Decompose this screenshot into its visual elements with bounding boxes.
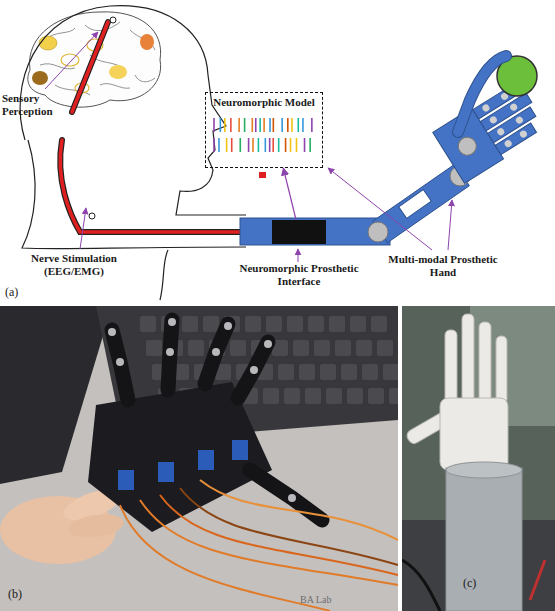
cable: [402, 560, 440, 611]
nerve-outline: [60, 22, 242, 232]
wires: [120, 480, 398, 611]
joint: [368, 222, 388, 242]
box-heading: Neuromorphic Prosthetic Interface: [239, 262, 359, 287]
leader-arrow: [328, 168, 432, 250]
robot-palm: [88, 382, 272, 532]
panel-label: (c): [463, 577, 493, 591]
annotation: Sensory Perception: [2, 92, 68, 117]
brain-region: [39, 36, 57, 50]
human-finger: [67, 511, 126, 541]
body-outline: [160, 250, 168, 300]
servo: [158, 462, 174, 482]
brain-region: [32, 71, 48, 85]
white-robot-hand: [405, 314, 508, 470]
robot-joints: [108, 318, 296, 502]
spike-raster: [214, 118, 312, 152]
leader-arrow: [80, 208, 86, 249]
thumb: [458, 56, 506, 132]
photo-background: [402, 306, 555, 611]
leader-arrow: [298, 249, 299, 262]
servo: [232, 440, 248, 460]
robot-forearm: [446, 468, 522, 611]
arm-panel: [399, 190, 432, 219]
connector-arrow: [283, 168, 296, 220]
panel-gap: [398, 306, 402, 611]
leader-arrow: [448, 200, 452, 250]
nerve-end: [89, 213, 95, 219]
servo: [198, 450, 214, 470]
servo: [118, 470, 134, 490]
nerve-path: [60, 22, 242, 232]
interface-box: Neuromorphic Prosthetic Interface: [272, 220, 326, 244]
prosthetic-hand: [433, 79, 550, 183]
brain-region: [109, 65, 127, 79]
nerve-end: [110, 17, 116, 23]
box-title: Neuromorphic Model: [206, 93, 322, 109]
cable: [530, 560, 545, 600]
panel-label: (a): [5, 286, 35, 300]
head-profile: [20, 6, 246, 215]
annotation: Nerve Stimulation (EEG/EMG): [18, 252, 130, 277]
annotation: Multi-modal Prosthetic Hand: [388, 253, 498, 278]
photo-background: [0, 306, 398, 611]
prosthetic-forearm: [240, 218, 390, 245]
model-box: Neuromorphic Model: [205, 92, 323, 168]
brain-region: [140, 34, 154, 50]
red-marker: [259, 172, 266, 178]
panel-label: (b): [8, 588, 38, 602]
brain-gyri: [40, 22, 155, 95]
leader-arrow: [45, 32, 98, 89]
robot-forearm-top: [446, 462, 522, 478]
keyboard-keys: [140, 316, 405, 404]
watermark: BA Lab: [300, 594, 360, 606]
thumb: [458, 56, 506, 132]
